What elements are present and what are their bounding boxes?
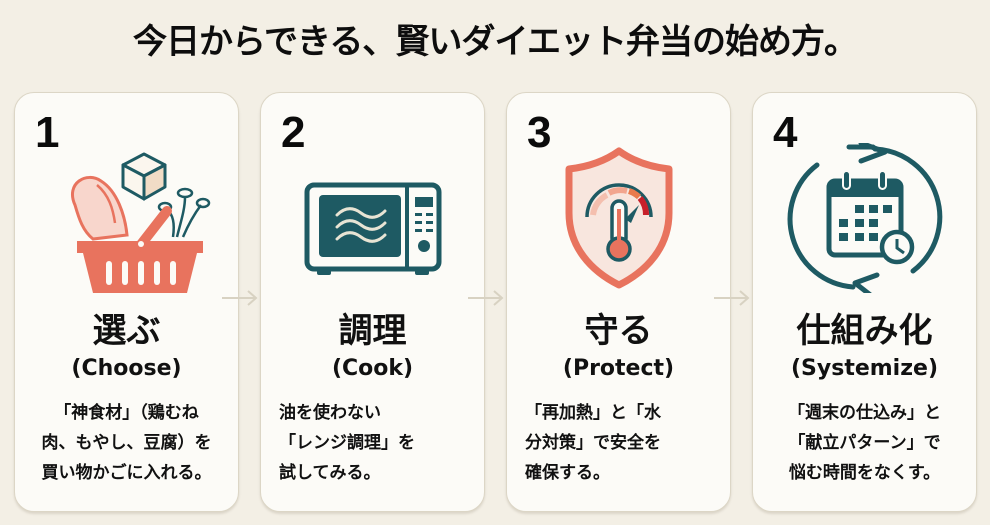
shield-thermometer-icon [527, 143, 712, 293]
step-number: 1 [35, 108, 60, 157]
step-card-systemize: 4 [752, 92, 977, 512]
step-number: 3 [527, 108, 552, 157]
step-card-cook: 2 調理 [260, 92, 485, 512]
step-subtitle: (Choose) [71, 356, 182, 381]
step-description: 「週末の仕込み」と 「献立パターン」で 悩む時間をなくす。 [788, 403, 941, 483]
step-description: 油を使わない 「レンジ調理」を 試してみる。 [279, 403, 415, 483]
arrow-right-icon [712, 288, 752, 308]
shopping-basket-icon [35, 143, 220, 293]
step-card-protect: 3 守る (Protect) 「再加熱」と「水 分対策」で安全を 確保する。 [506, 92, 731, 512]
step-number: 4 [773, 108, 798, 157]
step-card-choose: 1 [14, 92, 239, 512]
calendar-cycle-icon [773, 140, 958, 300]
step-title: 守る [584, 311, 653, 351]
step-title: 調理 [338, 311, 407, 351]
step-subtitle: (Cook) [331, 356, 414, 381]
page-title: 今日からできる、賢いダイエット弁当の始め方。 [133, 22, 858, 62]
step-subtitle: (Systemize) [790, 356, 939, 381]
step-subtitle: (Protect) [562, 356, 675, 381]
step-title: 選ぶ [92, 311, 161, 351]
step-description: 「再加熱」と「水 分対策」で安全を 確保する。 [525, 403, 661, 483]
microwave-icon [281, 143, 466, 293]
step-title: 仕組み化 [796, 311, 933, 351]
arrow-right-icon [466, 288, 506, 308]
step-number: 2 [281, 108, 306, 157]
step-description: 「神食材」（鶏むね 肉、もやし、豆腐）を 買い物かごに入れる。 [41, 403, 212, 483]
arrow-right-icon [220, 288, 260, 308]
